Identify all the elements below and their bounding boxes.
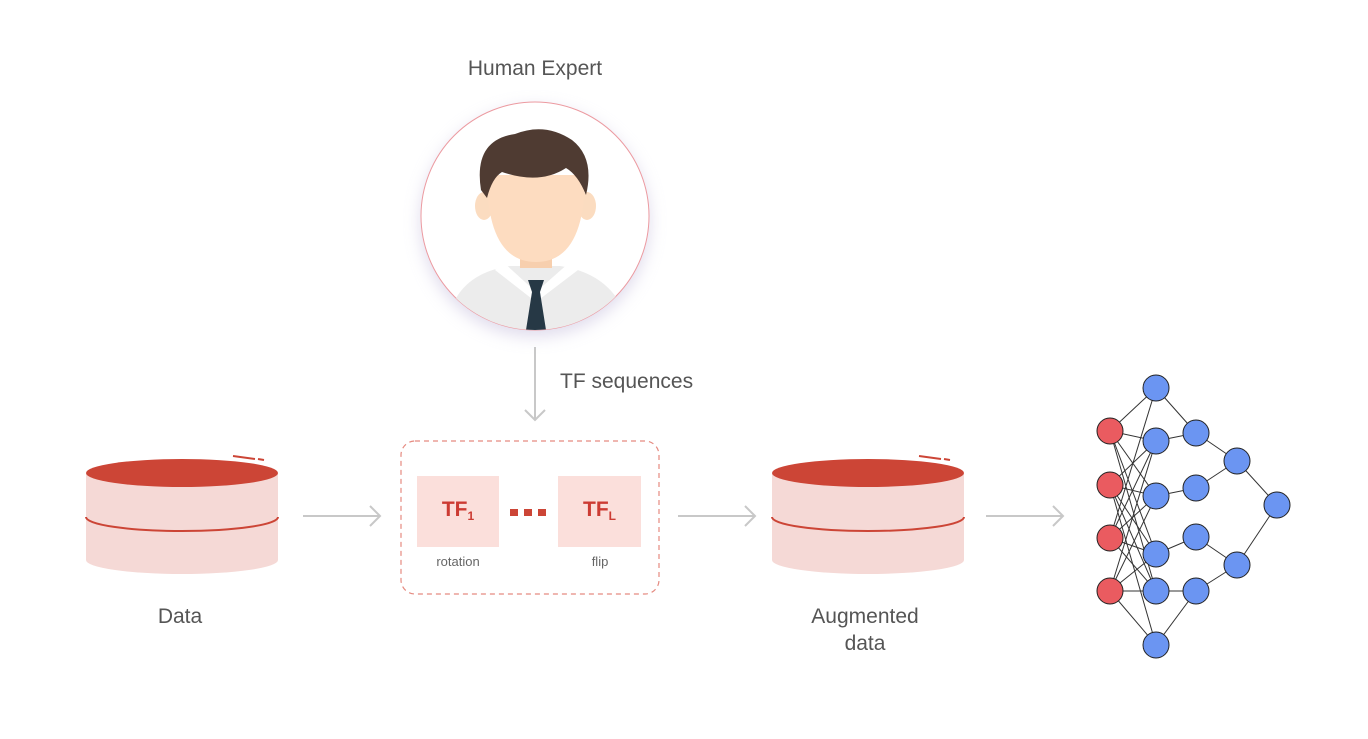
transforms-container — [400, 440, 660, 595]
augmented-data-label-line2: data — [844, 632, 886, 655]
transform-1-name: TF1 — [441, 498, 475, 523]
network-node — [1182, 474, 1210, 502]
data-label: Data — [157, 605, 203, 628]
arrow-data-to-transforms — [303, 505, 382, 527]
network-node — [1263, 491, 1291, 519]
network-edge — [1109, 495, 1157, 592]
network-node — [1182, 577, 1210, 605]
transform-l-name: TFL — [583, 498, 616, 523]
ellipsis-icon — [510, 509, 546, 516]
network-node — [1142, 631, 1170, 659]
tf-sequences-label: TF sequences — [560, 370, 694, 393]
network-edge — [1109, 440, 1157, 592]
arrow-transforms-to-augmented — [678, 505, 757, 527]
network-input-node — [1096, 417, 1124, 445]
transform-box-l — [558, 476, 641, 547]
transform-l-caption: flip — [591, 554, 609, 569]
arrow-expert-to-transforms — [524, 347, 546, 422]
network-edge — [1109, 484, 1157, 555]
network-edge — [1109, 484, 1157, 592]
network-edge — [1109, 440, 1157, 539]
arrow-augmented-to-network — [986, 505, 1065, 527]
network-input-node — [1096, 524, 1124, 552]
network-node — [1182, 419, 1210, 447]
network-edge — [1109, 387, 1157, 539]
network-input-node — [1096, 471, 1124, 499]
transform-box-1 — [417, 476, 499, 547]
network-edge — [1109, 430, 1157, 555]
transform-1-caption: rotation — [436, 554, 480, 569]
network-node — [1223, 447, 1251, 475]
network-node — [1223, 551, 1251, 579]
network-node — [1182, 523, 1210, 551]
network-node — [1142, 427, 1170, 455]
network-node — [1142, 577, 1170, 605]
human-expert-label: Human Expert — [467, 57, 603, 80]
neural-network-icon — [1096, 374, 1291, 659]
network-node — [1142, 540, 1170, 568]
network-input-node — [1096, 577, 1124, 605]
network-node — [1142, 374, 1170, 402]
augmented-data-database-icon — [771, 455, 965, 574]
augmented-data-label-line1: Augmented — [811, 605, 919, 628]
network-node — [1142, 482, 1170, 510]
human-expert-avatar — [420, 101, 650, 331]
data-database-icon — [85, 455, 279, 574]
